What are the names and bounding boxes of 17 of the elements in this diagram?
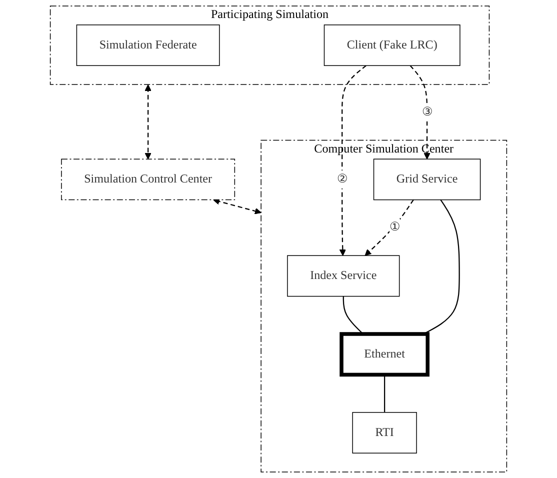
connector [384,374,386,412]
node-box: RTI [352,412,417,454]
connector [342,296,364,334]
arrow [364,199,414,256]
arrow [144,84,152,160]
node-box: Simulation Federate [76,24,220,66]
node-box: Grid Service [373,158,481,200]
arrow [213,198,262,214]
node-box: Simulation Control Center [61,158,236,200]
arrow [339,65,366,256]
node-box: Ethernet [340,332,430,377]
edge-label: ③ [422,106,432,118]
edge-label: ① [389,220,400,234]
edge-label: ② [336,172,348,186]
node-box: Index Service [287,255,400,297]
arrow [410,65,430,160]
node-box: Client (Fake LRC) [324,24,460,66]
